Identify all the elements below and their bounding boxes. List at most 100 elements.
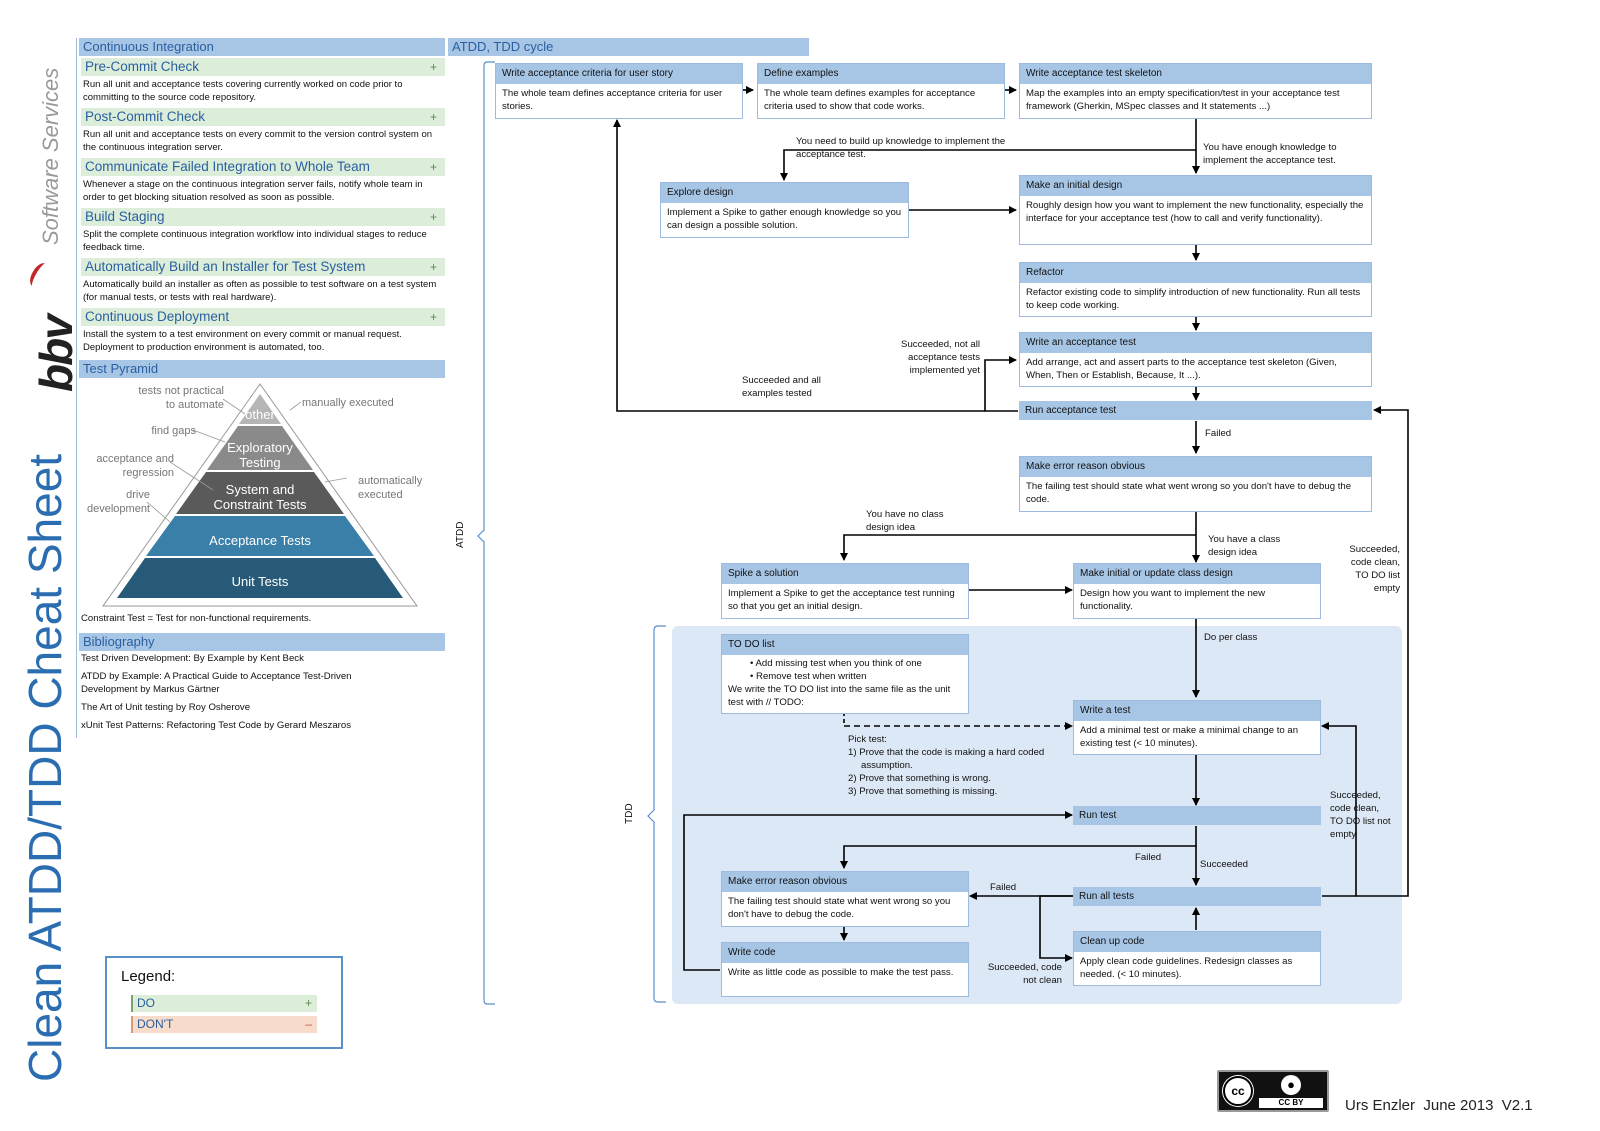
footer-author: Urs Enzler June 2013 V2.1 (1345, 1097, 1533, 1114)
pyramid-note: Constraint Test = Test for non-functiona… (81, 613, 312, 624)
box-title: Explore design (661, 183, 908, 203)
ci-item-title: Automatically Build an Installer for Tes… (81, 258, 445, 276)
pick-test-item: assumption. (861, 760, 913, 771)
ci-item-text: Split the complete continuous integratio… (83, 229, 427, 253)
todo-bullet: • Remove test when written (750, 671, 867, 682)
ci-item-communicate: Communicate Failed Integration to Whole … (81, 158, 445, 204)
bar-run-all-tests: Run all tests (1073, 887, 1321, 906)
todo-bullet-text: Remove test when written (756, 671, 867, 682)
pyramid-pointer (324, 477, 348, 483)
do-sign: + (429, 310, 437, 324)
box-title: Write an acceptance test (1020, 333, 1371, 353)
ci-item-text: Run all unit and acceptance tests coveri… (83, 79, 403, 103)
pick-test-item: 3) Prove that something is missing. (848, 786, 998, 797)
box-todo-list: TO DO list • Add missing test when you t… (721, 634, 969, 714)
legend-dont-label: DON'T (137, 1017, 174, 1031)
flow-label: Failed (1135, 852, 1162, 863)
box-text: • Add missing test when you think of one… (722, 655, 968, 712)
pyramid-layer-acceptance (146, 516, 374, 556)
flow-label: You have enough knowledge to implement t… (1203, 142, 1337, 166)
arrow (840, 826, 1197, 869)
flow-label: Succeeded, code clean, TO DO list not em… (1330, 790, 1391, 840)
legend-do: DO + (131, 995, 317, 1012)
pyramid-right-label: automatically executed (358, 475, 423, 501)
pyramid-pointer (289, 401, 302, 411)
pick-test-item: 1) Prove that the code is making a hard … (848, 747, 1045, 758)
pyramid-layer-system (176, 472, 344, 514)
box-title: Clean up code (1074, 932, 1320, 952)
box-title: Make error reason obvious (1020, 457, 1371, 477)
flow-label: Do per class (1204, 632, 1258, 643)
flow-label: Succeeded and all examples tested (742, 375, 821, 399)
pyramid-pointer (146, 501, 171, 523)
item-title-text: Automatically Build an Installer for Tes… (85, 259, 366, 274)
ci-item-title: Communicate Failed Integration to Whole … (81, 158, 445, 176)
test-pyramid (102, 383, 418, 607)
do-sign: + (429, 60, 437, 74)
pyramid-left-label: acceptance and regression (96, 453, 174, 479)
arrow (1039, 895, 1074, 962)
legend: Legend: DO + DON'T – (105, 956, 343, 1049)
pyramid-section-title: Test Pyramid (79, 360, 445, 378)
pick-test-title: Pick test: (848, 734, 887, 745)
cycle-section-title: ATDD, TDD cycle (448, 38, 809, 56)
box-text: Implement a Spike to gather enough knowl… (667, 207, 902, 231)
box-title: Write code (722, 943, 968, 963)
atdd-brace (477, 61, 495, 1005)
box-text: Add a minimal test or make a minimal cha… (1080, 725, 1299, 749)
box-title: Make an initial design (1020, 176, 1371, 196)
box-clean-up-code: Clean up code Apply clean code guideline… (1073, 931, 1321, 986)
legend-do-sign: + (304, 996, 312, 1010)
legend-do-label: DO (137, 996, 155, 1010)
arrow (683, 811, 1073, 971)
box-write-code: Write code Write as little code as possi… (721, 942, 969, 997)
do-sign: + (429, 110, 437, 124)
flow-label: Succeeded, code clean, TO DO list empty (1349, 544, 1400, 594)
box-error-reason-acceptance: Make error reason obvious The failing te… (1019, 456, 1372, 512)
ci-item-title: Build Staging+ (81, 208, 445, 226)
box-text: Design how you want to implement the new… (1080, 588, 1266, 612)
pyramid-pointer (222, 398, 246, 415)
box-explore-design: Explore design Implement a Spike to gath… (660, 182, 909, 238)
bibliography-item: xUnit Test Patterns: Refactoring Test Co… (81, 720, 351, 731)
bibliography-section-title: Bibliography (79, 633, 445, 651)
ci-item-title: Continuous Deployment+ (81, 308, 445, 326)
atdd-label: ATDD (455, 521, 466, 548)
pyramid-layer-other (239, 394, 281, 424)
bar-run-acceptance-test: Run acceptance test (1019, 401, 1372, 420)
box-title: Spike a solution (722, 564, 968, 584)
pyramid-left-label: tests not practical to automate (138, 385, 224, 411)
pyramid-right-label: manually executed (302, 397, 394, 409)
todo-bullet-text: Add missing test when you think of one (755, 658, 922, 669)
box-text: The whole team defines acceptance criter… (502, 88, 723, 112)
license-text: CC BY (1259, 1098, 1323, 1108)
box-class-design: Make initial or update class design Desi… (1073, 563, 1321, 619)
flow-label: Succeeded, code not clean (987, 962, 1062, 986)
box-initial-design: Make an initial design Roughly design ho… (1019, 175, 1372, 245)
ci-item-installer: Automatically Build an Installer for Tes… (81, 258, 445, 304)
ci-item-text: Whenever a stage on the continuous integ… (83, 179, 423, 203)
box-define-examples: Define examples The whole team defines e… (757, 63, 1005, 119)
pyramid-left-label: find gaps (151, 425, 196, 437)
pyramid-layer-label: System and Constraint Tests (213, 482, 307, 512)
box-text: Add arrange, act and assert parts to the… (1026, 357, 1337, 381)
bibliography-item: Test Driven Development: By Example by K… (81, 653, 304, 664)
flow-label: You have a class design idea (1208, 534, 1281, 558)
legend-dont-sign: – (305, 1017, 312, 1031)
flow-label: You need to build up knowledge to implem… (796, 136, 1006, 160)
bibliography-item: ATDD by Example: A Practical Guide to Ac… (81, 671, 352, 695)
flow-label: Succeeded (1200, 859, 1249, 870)
box-acceptance-criteria: Write acceptance criteria for user story… (495, 63, 743, 119)
legend-title: Legend: (121, 968, 176, 985)
flow-label: Succeeded, not all acceptance tests impl… (901, 339, 980, 376)
do-sign: + (429, 210, 437, 224)
box-text: The failing test should state what went … (728, 896, 951, 920)
box-refactor: Refactor Refactor existing code to simpl… (1019, 262, 1372, 317)
box-title: Define examples (758, 64, 1004, 84)
bibliography-item: The Art of Unit testing by Roy Osherove (81, 702, 251, 713)
box-text: Refactor existing code to simplify intro… (1026, 287, 1361, 311)
ci-item-text: Automatically build an installer as ofte… (83, 279, 437, 303)
ci-item-text: Install the system to a test environment… (83, 329, 402, 353)
box-write-acceptance-test: Write an acceptance test Add arrange, ac… (1019, 332, 1372, 387)
ci-item-precommit: Pre-Commit Check+ Run all unit and accep… (81, 58, 445, 104)
